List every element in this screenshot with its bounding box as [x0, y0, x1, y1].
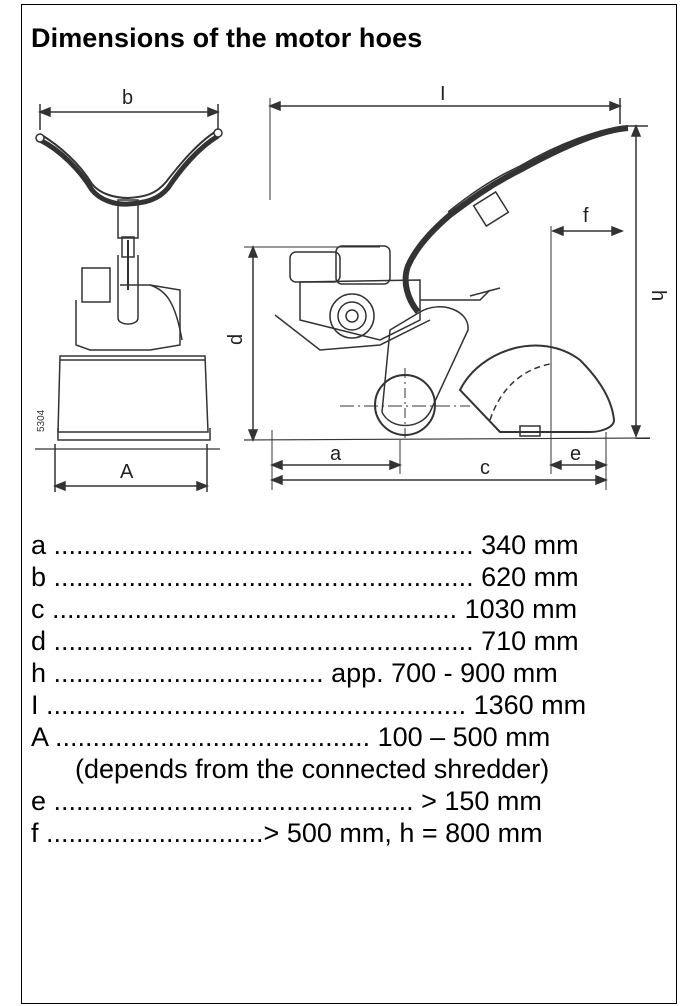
- label-e: e: [570, 443, 581, 465]
- label-d: d: [225, 334, 247, 345]
- spec-row-a: a ......................................…: [31, 530, 579, 560]
- label-h: h: [647, 290, 669, 301]
- label-A: A: [120, 461, 134, 483]
- part-number: 5304: [36, 409, 47, 432]
- page-title: Dimensions of the motor hoes: [31, 23, 423, 53]
- spec-row-A-note: (depends from the connected shredder): [75, 754, 550, 784]
- spec-row-d: d ......................................…: [31, 626, 579, 656]
- motor-hoe-dimension-drawing: b A 5304: [35, 83, 669, 492]
- spec-row-h: h .................................... a…: [31, 658, 558, 688]
- spec-row-l: I ......................................…: [31, 690, 587, 720]
- label-b: b: [122, 87, 133, 109]
- label-I: I: [440, 83, 446, 105]
- label-c: c: [480, 457, 490, 479]
- spec-row-A: A ......................................…: [31, 722, 551, 752]
- page-frame: [21, 4, 677, 1004]
- label-f: f: [583, 205, 589, 227]
- side-view: [243, 98, 651, 490]
- spec-row-e: e ......................................…: [31, 786, 542, 816]
- spec-row-c: c ......................................…: [31, 594, 578, 624]
- front-view: [35, 104, 223, 492]
- spec-row-b: b ......................................…: [31, 562, 579, 592]
- spec-row-f: f .............................> 500 mm,…: [31, 818, 543, 848]
- label-a: a: [330, 443, 342, 465]
